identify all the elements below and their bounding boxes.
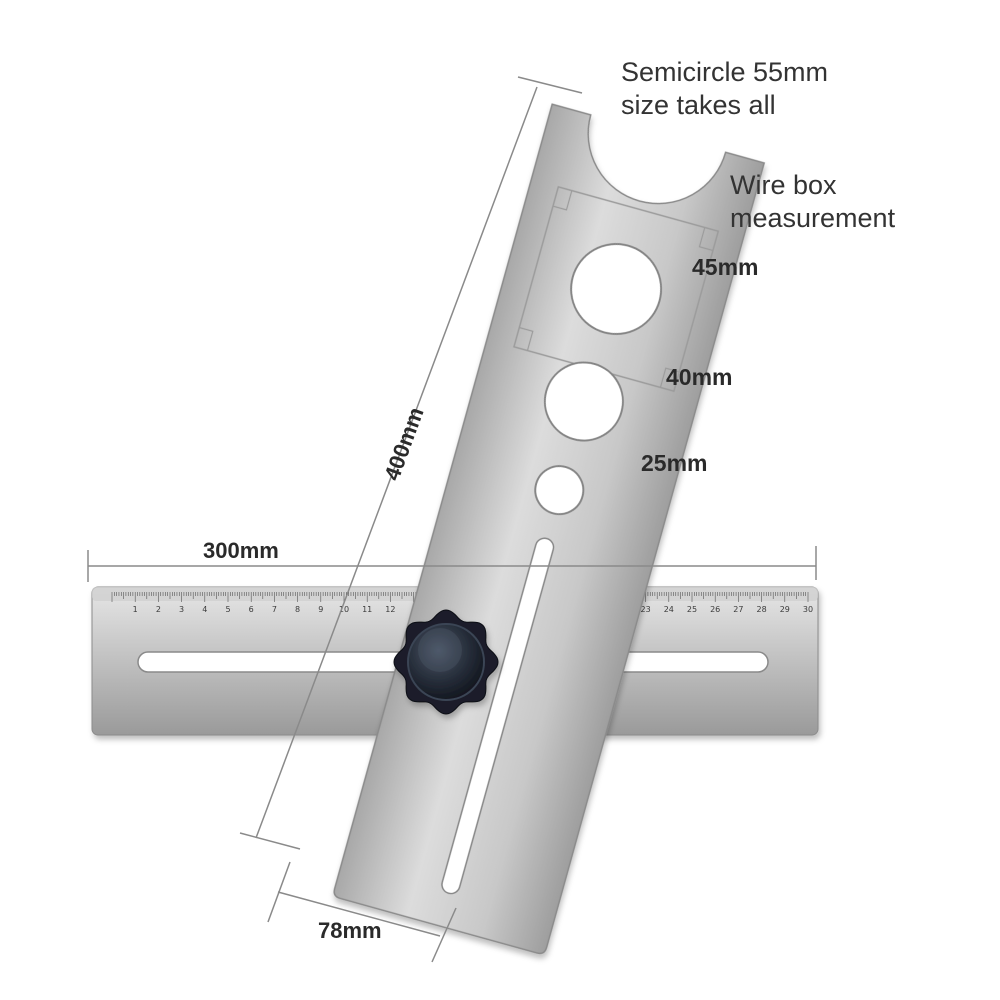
dimension-400mm-cap-top — [517, 76, 583, 94]
ruler-tick-label: 10 — [339, 605, 349, 614]
ruler-tick-label: 27 — [733, 605, 743, 614]
label-78mm: 78mm — [318, 918, 382, 943]
dimension-400mm-line — [255, 86, 538, 839]
ruler-tick-label: 24 — [664, 605, 674, 614]
ruler-tick-label: 28 — [757, 605, 767, 614]
dimension-78mm-cap-right — [431, 907, 457, 963]
ruler-tick-label: 1 — [133, 605, 138, 614]
ruler-tick-label: 25 — [687, 605, 697, 614]
wire-box-line1: Wire box — [730, 170, 837, 200]
ruler-tick-label: 5 — [225, 605, 230, 614]
ruler-tick-label: 11 — [362, 605, 372, 614]
label-45mm: 45mm — [692, 254, 759, 280]
dimension-lines — [87, 76, 817, 963]
semicircle-line2: size takes all — [621, 90, 776, 120]
ruler-tick-label: 29 — [780, 605, 790, 614]
ruler-tick-label: 4 — [202, 605, 207, 614]
knob-highlight — [418, 628, 462, 672]
wire-box-annotation: Wire box measurement — [730, 169, 895, 235]
label-400mm: 400mm — [379, 404, 428, 484]
ruler-tick-label: 12 — [385, 605, 395, 614]
ruler-tick-label: 7 — [272, 605, 277, 614]
vertical-ruler — [333, 103, 766, 955]
vertical-ruler-body — [333, 103, 766, 955]
ruler-tick-label: 30 — [803, 605, 813, 614]
wire-box-line2: measurement — [730, 203, 896, 233]
ruler-tick-label: 3 — [179, 605, 184, 614]
label-300mm: 300mm — [203, 538, 279, 563]
semicircle-line1: Semicircle 55mm — [621, 57, 829, 87]
ruler-tick-label: 23 — [641, 605, 651, 614]
ruler-tick-label: 6 — [249, 605, 254, 614]
ruler-tick-label: 8 — [295, 605, 300, 614]
hole-25mm — [534, 465, 585, 516]
label-25mm: 25mm — [641, 450, 708, 476]
semicircle-annotation: Semicircle 55mm size takes all — [621, 56, 828, 122]
ruler-tick-label: 2 — [156, 605, 161, 614]
hole-45mm — [570, 243, 663, 336]
dimension-78mm-cap-left — [267, 861, 291, 923]
dimension-78mm-line — [277, 891, 441, 937]
label-40mm: 40mm — [666, 364, 733, 390]
hole-40mm — [543, 361, 624, 442]
dimension-400mm-cap-bottom — [239, 832, 301, 850]
locking-knob[interactable] — [393, 609, 499, 715]
wire-box-notches — [519, 190, 714, 388]
ruler-tick-label: 9 — [318, 605, 323, 614]
ruler-tick-label: 26 — [710, 605, 720, 614]
vertical-ruler-slot — [441, 537, 555, 895]
